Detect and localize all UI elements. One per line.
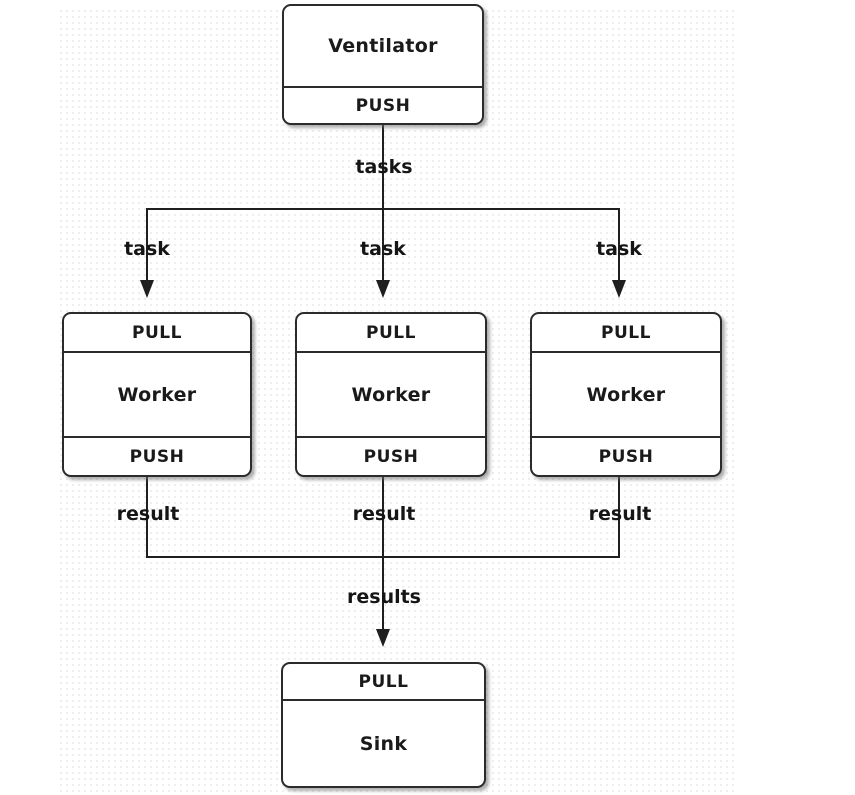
edge-result-right <box>618 477 620 558</box>
worker-left-divider-top <box>64 351 250 353</box>
edge-label-result-middle: result <box>352 503 416 525</box>
ventilator-node: Ventilator PUSH <box>282 4 484 125</box>
arrowhead-down-left-worker-icon <box>140 280 154 298</box>
worker-middle-divider-bottom <box>297 436 485 438</box>
worker-left-pull-socket: PULL <box>132 322 182 343</box>
worker-node-middle: PULL Worker PUSH <box>295 312 487 477</box>
worker-right-pull-socket: PULL <box>601 322 651 343</box>
edge-result-merge-bar <box>146 556 620 558</box>
arrowhead-down-middle-worker-icon <box>376 280 390 298</box>
edge-to-right-worker <box>618 208 620 282</box>
sink-divider <box>283 699 484 701</box>
edge-label-result-right: result <box>588 503 652 525</box>
worker-middle-pull-socket: PULL <box>366 322 416 343</box>
edge-ventilator-to-middle-worker <box>382 125 384 282</box>
worker-right-push-socket: PUSH <box>598 446 654 467</box>
ventilator-divider <box>284 86 482 88</box>
worker-right-divider-bottom <box>532 436 720 438</box>
worker-left-title: Worker <box>117 383 197 406</box>
arrowhead-down-right-worker-icon <box>612 280 626 298</box>
sink-pull-socket: PULL <box>358 671 409 692</box>
edge-to-left-worker <box>146 208 148 282</box>
worker-left-push-socket: PUSH <box>129 446 185 467</box>
worker-right-title: Worker <box>586 383 666 406</box>
edge-label-task-left: task <box>124 238 170 260</box>
worker-middle-title: Worker <box>351 383 431 406</box>
worker-middle-divider-top <box>297 351 485 353</box>
worker-node-right: PULL Worker PUSH <box>530 312 722 477</box>
worker-node-left: PULL Worker PUSH <box>62 312 252 477</box>
edge-label-task-right: task <box>596 238 642 260</box>
sink-node: PULL Sink <box>281 662 486 788</box>
ventilator-push-socket: PUSH <box>355 95 411 116</box>
ventilator-title: Ventilator <box>328 35 438 57</box>
worker-left-divider-bottom <box>64 436 250 438</box>
worker-middle-push-socket: PUSH <box>363 446 419 467</box>
sink-title: Sink <box>359 732 408 755</box>
worker-right-divider-top <box>532 351 720 353</box>
edge-result-left <box>146 477 148 558</box>
edge-result-middle <box>382 477 384 629</box>
edge-label-tasks: tasks <box>355 156 413 178</box>
edge-task-distribution-bar <box>146 208 620 210</box>
edge-label-task-middle: task <box>360 238 406 260</box>
edge-label-result-left: result <box>116 503 180 525</box>
edge-label-results: results <box>347 586 421 608</box>
arrowhead-down-sink-icon <box>376 629 390 647</box>
